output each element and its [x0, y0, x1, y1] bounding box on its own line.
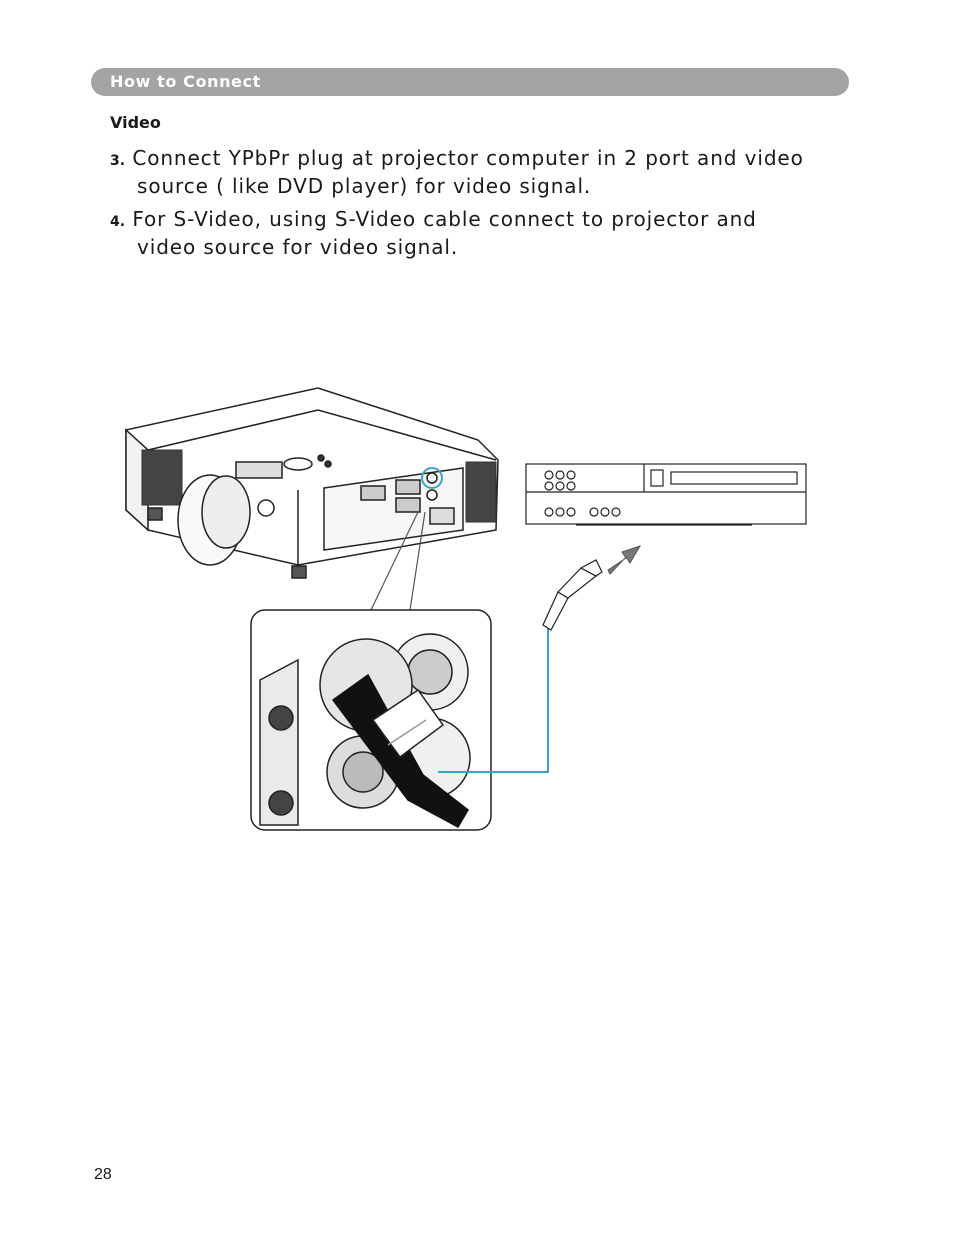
insert-arrow-icon: [607, 545, 642, 575]
dvd-player-image: [525, 463, 807, 526]
step-4-line-2: video source for video signal.: [137, 235, 459, 259]
step-4-number: 4.: [110, 214, 126, 230]
section-title: How to Connect: [110, 72, 261, 91]
step-4-line-1: For S-Video, using S-Video cable connect…: [132, 207, 757, 231]
svideo-port-highlight: [421, 467, 443, 489]
step-3-line-2: source ( like DVD player) for video sign…: [137, 174, 592, 198]
svideo-port-closeup: [250, 609, 492, 831]
step-3: 3. Connect YPbPr plug at projector compu…: [110, 146, 850, 199]
subheading-video: Video: [110, 113, 161, 132]
svideo-cable: [438, 559, 603, 773]
projector-image: [125, 387, 499, 579]
section-header-bar: How to Connect: [91, 68, 849, 96]
page-number: 28: [94, 1166, 112, 1183]
connection-illustration: [125, 387, 807, 831]
step-3-line-1: Connect YPbPr plug at projector computer…: [132, 146, 804, 170]
step-3-number: 3.: [110, 153, 126, 169]
step-4: 4. For S-Video, using S-Video cable conn…: [110, 207, 850, 260]
